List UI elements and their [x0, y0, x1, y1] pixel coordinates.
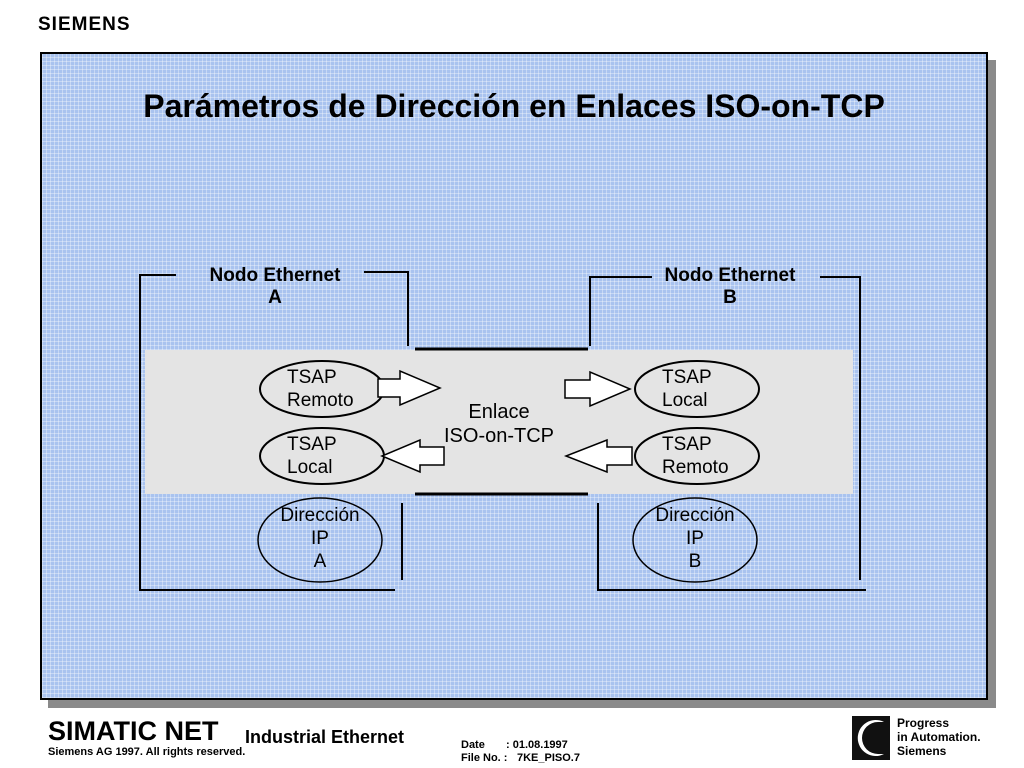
- footer-file: File No. :7KE_PISO.7: [461, 752, 580, 764]
- node-a-bracket: [139, 271, 409, 591]
- slide-title: Parámetros de Dirección en Enlaces ISO-o…: [143, 88, 885, 124]
- tsap-b-local-ellipse: [634, 360, 760, 418]
- tsap-b-remote-ellipse: [634, 427, 760, 485]
- arrow-left-icon: [380, 438, 445, 474]
- node-b-bracket: [589, 276, 866, 591]
- arrow-left-icon: [563, 438, 633, 474]
- footer-product: SIMATIC NET: [48, 716, 219, 746]
- ip-b-ellipse: [632, 497, 758, 583]
- siemens-logo-text: SIEMENS: [38, 14, 131, 35]
- progress-logo-icon: [852, 716, 890, 760]
- arrow-right-icon: [377, 369, 442, 407]
- arrow-right-icon: [564, 370, 632, 408]
- connection-band: [145, 350, 853, 494]
- footer-slogan: Progress in Automation. Siemens: [897, 716, 981, 758]
- footer-area: Industrial Ethernet: [245, 727, 405, 747]
- ip-a-ellipse: [257, 497, 383, 583]
- footer-copyright: Siemens AG 1997. All rights reserved.: [48, 746, 246, 758]
- footer-date: Date: 01.08.1997: [461, 739, 568, 751]
